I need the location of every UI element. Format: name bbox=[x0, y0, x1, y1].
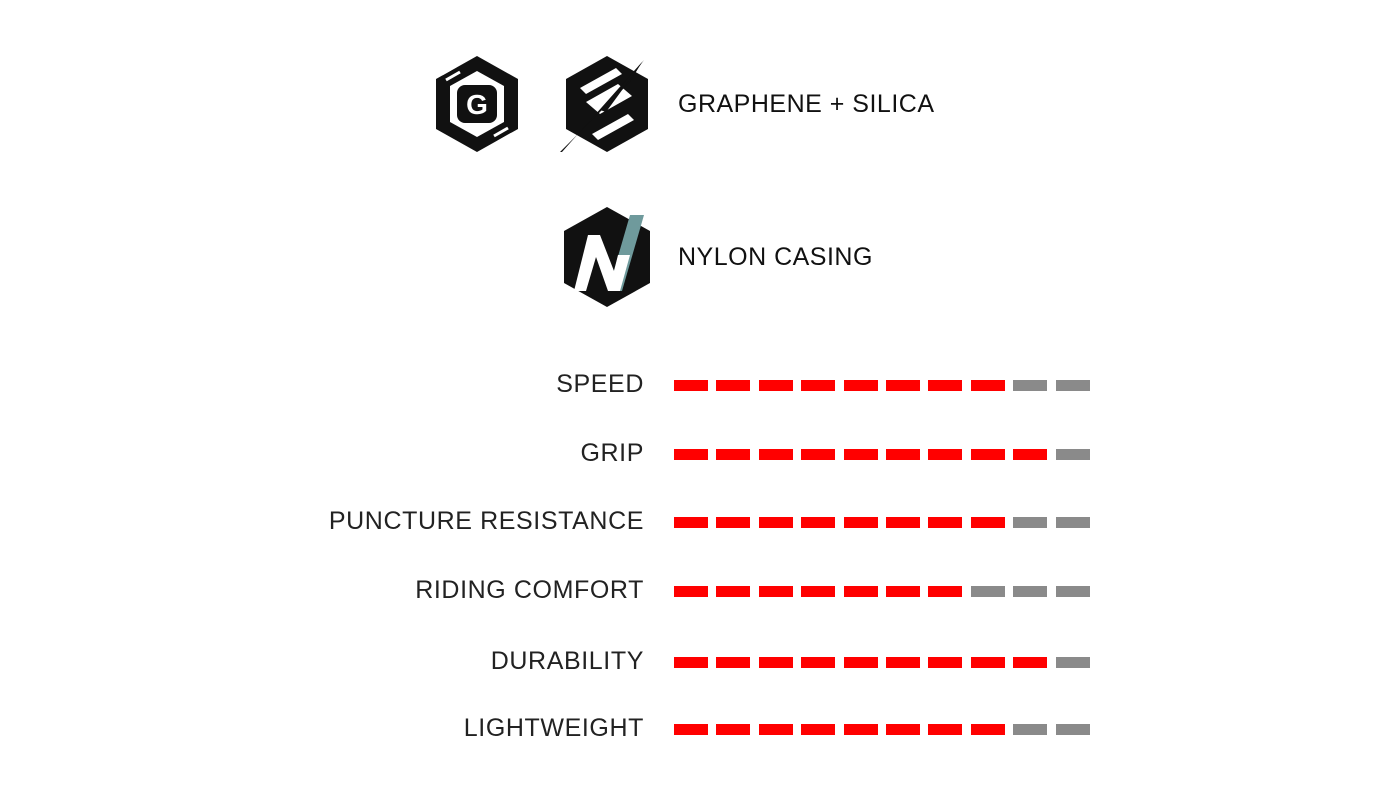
rating-segment-filled bbox=[928, 449, 963, 460]
rating-row-grip: GRIP bbox=[0, 431, 1400, 481]
rating-label: DURABILITY bbox=[490, 647, 644, 675]
rating-segment-filled bbox=[716, 517, 751, 528]
rating-row-riding-comfort: RIDING COMFORT bbox=[0, 568, 1400, 618]
rating-segment-empty bbox=[1055, 449, 1090, 460]
rating-segment-filled bbox=[928, 657, 963, 668]
rating-label: RIDING COMFORT bbox=[415, 576, 644, 604]
rating-segment-filled bbox=[674, 724, 708, 735]
rating-segment-filled bbox=[843, 380, 878, 391]
rating-segment-filled bbox=[716, 380, 751, 391]
rating-segment-filled bbox=[843, 724, 878, 735]
rating-segment-filled bbox=[885, 380, 920, 391]
rating-segment-filled bbox=[970, 724, 1005, 735]
rating-segment-filled bbox=[758, 380, 793, 391]
rating-label: PUNCTURE RESISTANCE bbox=[328, 507, 644, 535]
rating-segment-filled bbox=[716, 586, 751, 597]
rating-segment-filled bbox=[1013, 449, 1048, 460]
rating-segment-filled bbox=[674, 380, 708, 391]
feature-label-graphene-silica: GRAPHENE + SILICA bbox=[678, 89, 935, 118]
rating-segment-filled bbox=[801, 449, 836, 460]
rating-segment-empty bbox=[1013, 586, 1048, 597]
rating-label: GRIP bbox=[580, 439, 644, 467]
rating-segment-filled bbox=[758, 517, 793, 528]
rating-segment-filled bbox=[885, 517, 920, 528]
rating-bar bbox=[674, 517, 1098, 528]
rating-segment-filled bbox=[801, 724, 836, 735]
rating-bar bbox=[674, 724, 1098, 735]
rating-segment-empty bbox=[1013, 380, 1048, 391]
rating-segment-filled bbox=[928, 724, 963, 735]
rating-segment-empty bbox=[1055, 586, 1090, 597]
rating-row-durability: DURABILITY bbox=[0, 639, 1400, 689]
rating-segment-filled bbox=[885, 449, 920, 460]
rating-segment-filled bbox=[843, 517, 878, 528]
rating-segment-filled bbox=[970, 657, 1005, 668]
rating-row-lightweight: LIGHTWEIGHT bbox=[0, 706, 1400, 756]
rating-segment-filled bbox=[674, 449, 708, 460]
rating-segment-filled bbox=[674, 657, 708, 668]
rating-segment-empty bbox=[1013, 724, 1048, 735]
rating-segment-empty bbox=[1055, 380, 1090, 391]
rating-segment-filled bbox=[801, 657, 836, 668]
rating-segment-filled bbox=[801, 517, 836, 528]
rating-segment-filled bbox=[928, 586, 963, 597]
rating-row-puncture-resistance: PUNCTURE RESISTANCE bbox=[0, 499, 1400, 549]
rating-bar bbox=[674, 449, 1098, 460]
rating-segment-filled bbox=[716, 724, 751, 735]
rating-segment-filled bbox=[674, 586, 708, 597]
rating-segment-empty bbox=[970, 586, 1005, 597]
feature-nylon-casing: NYLON CASING bbox=[560, 205, 873, 309]
rating-label: LIGHTWEIGHT bbox=[463, 714, 644, 742]
rating-segment-filled bbox=[843, 586, 878, 597]
rating-segment-filled bbox=[758, 657, 793, 668]
silica-bolt-icon bbox=[560, 56, 648, 152]
rating-segment-empty bbox=[1055, 657, 1090, 668]
rating-segment-filled bbox=[674, 517, 708, 528]
rating-bar bbox=[674, 586, 1098, 597]
rating-segment-filled bbox=[970, 517, 1005, 528]
rating-segment-filled bbox=[928, 517, 963, 528]
rating-segment-empty bbox=[1055, 724, 1090, 735]
rating-segment-filled bbox=[758, 724, 793, 735]
rating-segment-filled bbox=[885, 724, 920, 735]
rating-segment-filled bbox=[928, 380, 963, 391]
rating-segment-filled bbox=[801, 586, 836, 597]
rating-segment-filled bbox=[1013, 657, 1048, 668]
rating-bar bbox=[674, 657, 1098, 668]
rating-segment-filled bbox=[716, 449, 751, 460]
rating-segment-empty bbox=[1013, 517, 1048, 528]
nylon-n-icon bbox=[564, 207, 650, 307]
rating-segment-filled bbox=[758, 586, 793, 597]
rating-segment-filled bbox=[843, 449, 878, 460]
rating-segment-filled bbox=[970, 380, 1005, 391]
rating-label: SPEED bbox=[556, 370, 644, 398]
feature-label-nylon-casing: NYLON CASING bbox=[678, 242, 873, 271]
rating-segment-filled bbox=[758, 449, 793, 460]
rating-segment-filled bbox=[885, 586, 920, 597]
svg-text:G: G bbox=[466, 89, 488, 120]
rating-segment-empty bbox=[1055, 517, 1090, 528]
graphene-g-icon: G bbox=[436, 56, 518, 152]
rating-segment-filled bbox=[801, 380, 836, 391]
rating-segment-filled bbox=[970, 449, 1005, 460]
feature-graphene-silica: G GRAPHENE + SILICA bbox=[430, 52, 935, 156]
rating-row-speed: SPEED bbox=[0, 362, 1400, 412]
rating-bar bbox=[674, 380, 1098, 391]
rating-segment-filled bbox=[716, 657, 751, 668]
rating-segment-filled bbox=[843, 657, 878, 668]
rating-segment-filled bbox=[885, 657, 920, 668]
